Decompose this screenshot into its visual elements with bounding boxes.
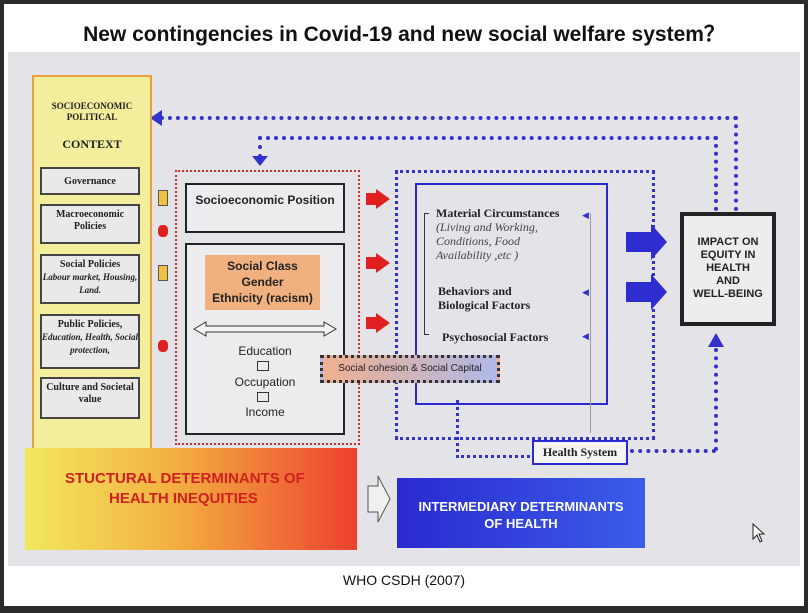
blue-arrow-icon xyxy=(626,232,652,252)
context-heading: SOCIOECONOMIC xyxy=(51,101,133,111)
feedback-line-second xyxy=(258,136,718,140)
slide-title: New contingencies in Covid-19 and new so… xyxy=(83,23,725,46)
red-arrow-icon xyxy=(376,253,390,273)
red-arrow-icon xyxy=(366,257,378,269)
source-caption: WHO CSDH (2007) xyxy=(342,572,466,588)
down-arrowhead-icon xyxy=(252,156,268,166)
context-column: SOCIOECONOMIC POLITICAL CONTEXT Governan… xyxy=(32,75,152,454)
context-title: CONTEXT xyxy=(62,137,122,151)
connector-icon xyxy=(158,190,168,206)
socioeconomic-position-box: Socioeconomic Position xyxy=(185,183,345,233)
occupation-label: Occupation xyxy=(234,375,296,389)
context-item-macroeconomic: Macroeconomic Policies xyxy=(40,204,140,244)
arrow-left-icon: ◀ xyxy=(582,210,589,220)
context-item-public-policies: Public Policies,Education, Health, Socia… xyxy=(40,314,140,369)
red-arrow-icon xyxy=(376,189,390,209)
health-system-feedback-line xyxy=(590,213,591,433)
grey-arrow-icon xyxy=(367,475,391,523)
health-impact-link xyxy=(714,348,718,451)
connector-icon xyxy=(158,340,168,352)
structural-determinants-box xyxy=(175,170,360,445)
arrow-left-icon: ◀ xyxy=(582,287,589,297)
health-impact-link xyxy=(630,449,716,453)
blue-arrow-icon xyxy=(626,282,652,302)
feedback-arrowhead-icon xyxy=(150,110,162,126)
structural-banner: STUCTURAL DETERMINANTS OF HEALTH INEQUIT… xyxy=(25,448,357,550)
context-item-governance: Governance xyxy=(40,167,140,195)
psychosocial-label: Psychosocial Factors xyxy=(442,330,549,344)
income-label: Income xyxy=(245,405,285,419)
feedback-line-down xyxy=(258,136,262,158)
red-arrow-icon xyxy=(366,317,378,329)
intermediary-factors-box xyxy=(415,183,608,405)
connector-icon xyxy=(158,225,168,237)
material-circumstances-label: Material Circumstances (Living and Worki… xyxy=(436,206,560,262)
bracket-icon xyxy=(424,213,429,335)
cohesion-health-link xyxy=(456,400,535,458)
blue-arrow-icon xyxy=(651,274,667,310)
feedback-line-right xyxy=(734,116,738,211)
red-arrow-icon xyxy=(366,193,378,205)
down-arrow-icon xyxy=(257,392,269,402)
mouse-cursor-icon xyxy=(752,523,766,543)
education-label: Education xyxy=(238,344,292,358)
down-arrow-icon xyxy=(257,361,269,371)
feedback-line-top xyxy=(160,116,738,120)
health-system-box: Health System xyxy=(532,440,628,465)
connector-icon xyxy=(158,265,168,281)
arrow-left-icon: ◀ xyxy=(582,331,589,341)
feedback-line-second-right xyxy=(714,136,718,211)
double-arrow-icon xyxy=(193,321,337,337)
up-arrowhead-icon xyxy=(708,333,724,347)
context-heading: POLITICAL xyxy=(66,112,118,122)
red-arrow-icon xyxy=(376,313,390,333)
social-cohesion-box: Social cohesion & Social Capital xyxy=(320,355,500,383)
blue-arrow-icon xyxy=(651,224,667,260)
context-item-culture: Culture and Societal value xyxy=(40,377,140,419)
